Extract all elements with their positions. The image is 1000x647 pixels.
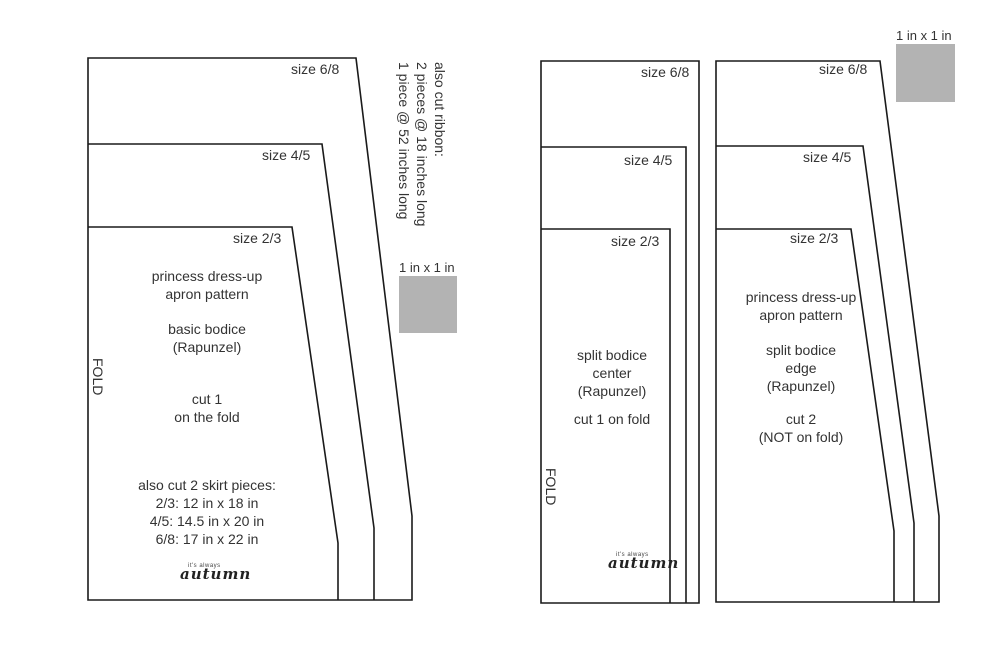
logo-tagline: it's always xyxy=(188,563,221,569)
left-subtitle: basic bodice (Rapunzel) xyxy=(168,321,246,355)
right-size-6-8-label: size 6/8 xyxy=(819,61,868,77)
center-cut-instructions: cut 1 on fold xyxy=(573,411,651,427)
left-size-6-8-label: size 6/8 xyxy=(291,61,340,77)
logo-wordmark: autumn xyxy=(608,554,680,572)
right-title: princess dress-up apron pattern xyxy=(745,289,857,323)
right-outline-size-2-3 xyxy=(716,228,895,602)
center-outline-size-2-3 xyxy=(541,228,671,603)
center-fold-label: FOLD xyxy=(543,468,559,506)
left-size-2-3-label: size 2/3 xyxy=(233,230,282,246)
left-fold-label: FOLD xyxy=(90,358,106,396)
center-size-4-5-label: size 4/5 xyxy=(624,152,673,168)
right-outline-size-4-5 xyxy=(716,145,915,602)
center-outline-size-6-8 xyxy=(540,60,700,604)
left-skirt-instructions: also cut 2 skirt pieces: 2/3: 12 in x 18… xyxy=(138,477,276,547)
center-description: split bodice center (Rapunzel) xyxy=(576,347,648,399)
right-scale-label: 1 in x 1 in xyxy=(896,28,952,43)
ribbon-instructions: also cut ribbon: 2 pieces @ 18 inches lo… xyxy=(396,62,448,227)
left-logo: it's always autumn xyxy=(180,563,251,583)
scale-square-right xyxy=(896,44,955,102)
left-title: princess dress-up apron pattern xyxy=(151,268,263,302)
center-logo: it's always autumn xyxy=(608,552,679,572)
center-size-6-8-label: size 6/8 xyxy=(641,64,690,80)
center-outline-size-4-5 xyxy=(541,146,687,603)
left-outline-size-2-3 xyxy=(88,226,339,600)
right-outline-size-6-8 xyxy=(715,60,940,603)
left-cut-instructions: cut 1 on the fold xyxy=(174,391,240,425)
scale-square-left xyxy=(399,276,457,333)
right-size-2-3-label: size 2/3 xyxy=(790,230,839,246)
logo-wordmark: autumn xyxy=(180,565,252,583)
left-scale-label: 1 in x 1 in xyxy=(399,260,455,275)
left-size-4-5-label: size 4/5 xyxy=(262,147,311,163)
right-subtitle: split bodice edge (Rapunzel) xyxy=(765,342,837,394)
logo-tagline: it's always xyxy=(616,552,649,558)
center-size-2-3-label: size 2/3 xyxy=(611,233,660,249)
left-outline-size-4-5 xyxy=(88,143,375,600)
right-cut-instructions: cut 2 (NOT on fold) xyxy=(758,411,844,445)
right-size-4-5-label: size 4/5 xyxy=(803,149,852,165)
left-outline-size-6-8 xyxy=(87,57,413,601)
